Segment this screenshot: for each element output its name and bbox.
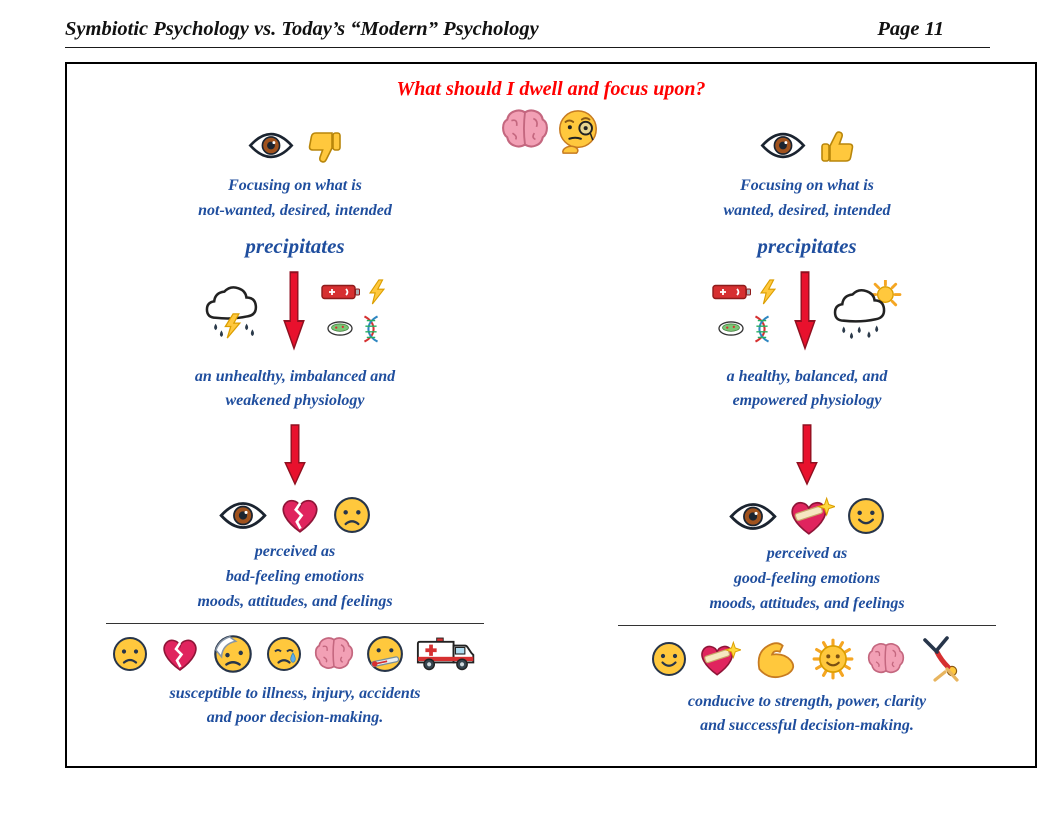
right-outcome-line1: conducive to strength, power, clarity	[687, 692, 927, 710]
cartwheeling-person-icon	[917, 636, 963, 682]
mending-heart-icon	[699, 640, 741, 677]
eye-icon	[760, 130, 806, 161]
right-focus-text: Focusing on what is wanted, desired, int…	[723, 174, 890, 224]
right-separator-line	[617, 624, 997, 626]
flexed-biceps-icon	[753, 639, 799, 679]
broken-heart-icon	[160, 636, 200, 672]
crying-face-icon	[266, 636, 302, 672]
right-physiology-icons	[712, 279, 778, 343]
left-outcome-line2: and poor decision-making.	[206, 709, 384, 727]
red-down-arrow-icon	[794, 271, 816, 351]
diagram-frame: What should I dwell and focus upon? Focu…	[65, 62, 1037, 768]
petri-dish-icon	[326, 321, 354, 336]
sun-behind-rain-cloud-icon	[832, 280, 902, 342]
mending-heart-icon	[789, 496, 835, 536]
left-physiology-text: an unhealthy, imbalanced and weakened ph…	[195, 365, 395, 415]
left-precipitate-icon-cluster	[203, 271, 387, 351]
smiling-face-icon	[847, 497, 885, 535]
red-down-arrow-icon	[283, 271, 305, 351]
left-focus-line1: Focusing on what is	[228, 177, 362, 194]
right-perceived-line3: moods, attitudes, and feelings	[709, 594, 905, 612]
right-outcome-text: conducive to strength, power, clarity an…	[688, 690, 926, 740]
left-perceived-line3: moods, attitudes, and feelings	[197, 592, 393, 610]
header-title: Symbiotic Psychology vs. Today’s “Modern…	[65, 18, 539, 40]
broken-heart-icon	[279, 496, 321, 534]
high-voltage-icon	[758, 279, 778, 305]
right-perceived-line1: perceived as	[766, 545, 848, 563]
dna-icon	[751, 315, 773, 343]
eye-icon	[729, 500, 777, 533]
left-physiology-icons	[321, 279, 387, 343]
red-down-arrow-icon	[796, 424, 818, 486]
left-outcome-icons	[112, 634, 478, 674]
brain-icon	[867, 642, 905, 675]
left-column: Focusing on what is not-wanted, desired,…	[75, 120, 515, 731]
left-focus-line2: not-wanted, desired, intended	[198, 201, 392, 219]
left-perceived-line1: perceived as	[254, 543, 336, 561]
right-precipitates-label: precipitates	[757, 233, 857, 258]
right-perceived-line2: good-feeling emotions	[733, 569, 881, 587]
battery-icon	[712, 282, 752, 302]
eye-icon	[248, 130, 294, 161]
right-physiology-text: a healthy, balanced, and empowered physi…	[727, 365, 888, 415]
left-focus-icons	[248, 130, 342, 164]
right-column: Focusing on what is wanted, desired, int…	[587, 120, 1027, 739]
left-separator-line	[105, 622, 485, 624]
battery-icon	[321, 282, 361, 302]
right-outcome-line2: and successful decision-making.	[700, 717, 914, 735]
storm-cloud-lightning-rain-icon	[203, 281, 267, 341]
diagram-title: What should I dwell and focus upon?	[396, 78, 706, 100]
left-outcome-text: susceptible to illness, injury, accident…	[170, 682, 421, 732]
high-voltage-icon	[367, 279, 387, 305]
right-perceived-icons	[729, 496, 885, 536]
left-focus-text: Focusing on what is not-wanted, desired,…	[198, 174, 392, 224]
worried-face-icon	[333, 496, 371, 534]
right-outcome-icons	[651, 636, 963, 682]
center-icon-group	[501, 108, 601, 156]
brain-icon	[314, 636, 354, 671]
smiling-face-icon	[651, 641, 687, 677]
left-physiology-line2: weakened physiology	[225, 392, 365, 410]
left-perceived-line2: bad-feeling emotions	[225, 567, 365, 585]
eye-icon	[219, 499, 267, 532]
sun-with-face-icon	[811, 637, 855, 681]
thumbs-down-icon	[308, 130, 342, 164]
page-number: Page 11	[877, 18, 944, 40]
right-focus-icons	[760, 130, 854, 164]
left-outcome-line1: susceptible to illness, injury, accident…	[169, 684, 421, 702]
left-perceived-text: perceived as bad-feeling emotions moods,…	[197, 540, 392, 614]
left-precipitates-label: precipitates	[245, 233, 345, 258]
right-precipitate-icon-cluster	[712, 271, 902, 351]
petri-dish-icon	[717, 321, 745, 336]
right-focus-line2: wanted, desired, intended	[723, 201, 891, 219]
thumbs-up-icon	[820, 130, 854, 164]
right-perceived-text: perceived as good-feeling emotions moods…	[709, 542, 904, 616]
right-focus-line1: Focusing on what is	[740, 177, 874, 194]
left-physiology-line1: an unhealthy, imbalanced and	[194, 367, 396, 385]
worried-face-icon	[112, 636, 148, 672]
head-bandage-face-icon	[212, 634, 254, 674]
right-physiology-line2: empowered physiology	[732, 392, 882, 410]
right-physiology-line1: a healthy, balanced, and	[726, 367, 888, 385]
page-header: Symbiotic Psychology vs. Today’s “Modern…	[65, 18, 990, 48]
red-down-arrow-icon	[284, 424, 306, 486]
left-perceived-icons	[219, 496, 371, 534]
dna-icon	[360, 315, 382, 343]
thermometer-face-icon	[366, 635, 404, 673]
ambulance-icon	[416, 634, 478, 674]
